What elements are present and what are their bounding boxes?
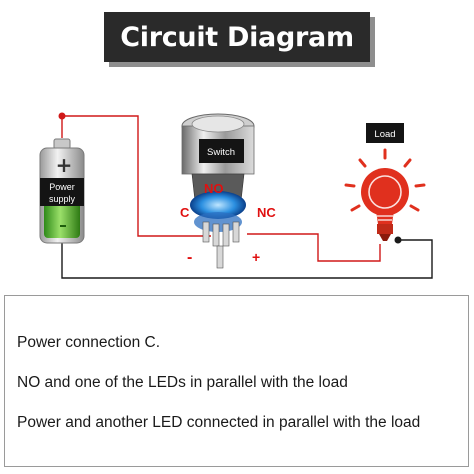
black-wire	[61, 236, 433, 279]
switch-nc-label: NC	[257, 205, 276, 220]
battery-label-line1: Power	[49, 182, 75, 192]
switch-no-label: NO	[204, 181, 224, 196]
switch-c-label: C	[180, 205, 190, 220]
push-button-switch-icon: Switch	[181, 113, 255, 269]
title-banner: Circuit Diagram	[104, 12, 370, 62]
load-label-box: Load	[366, 123, 404, 143]
notes-panel: Power connection C. NO and one of the LE…	[4, 295, 469, 467]
page-title: Circuit Diagram	[120, 21, 354, 53]
battery-icon: + Power supply	[39, 138, 85, 244]
wire-junction-dots	[58, 112, 402, 244]
light-bulb-icon	[344, 148, 426, 241]
circuit-diagram: + Power supply Switch NO NC C - + Load	[39, 112, 433, 279]
load-label: Load	[374, 129, 395, 140]
note-power-connection: Power connection C.	[17, 334, 161, 351]
battery-plus-sign: +	[56, 153, 73, 177]
switch-label: Switch	[207, 147, 235, 158]
note-power-led-parallel: Power and another LED connected in paral…	[17, 414, 421, 431]
terminal-minus-label: -	[187, 249, 192, 266]
note-no-led-parallel: NO and one of the LEDs in parallel with …	[17, 374, 348, 391]
terminal-plus-label: +	[252, 249, 260, 265]
red-wire	[61, 115, 381, 262]
battery-label-line2: supply	[49, 194, 76, 204]
